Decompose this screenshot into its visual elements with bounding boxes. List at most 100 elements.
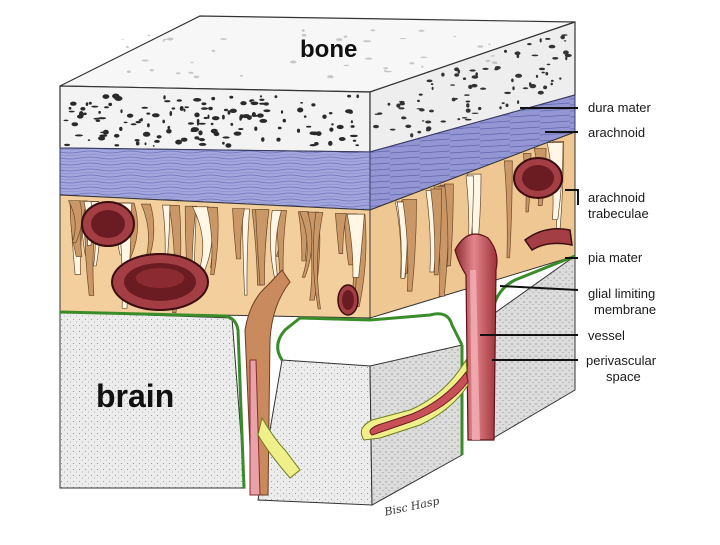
bone-pore <box>417 108 424 109</box>
bone-pore <box>485 60 490 63</box>
bone-pore <box>135 139 140 141</box>
bone-pore <box>418 30 425 32</box>
bone-pore <box>420 57 427 59</box>
bone-pore <box>103 130 109 135</box>
label-glial-line2: membrane <box>594 302 656 317</box>
bone-pore <box>240 75 243 77</box>
bone-pore <box>79 111 83 116</box>
bone-pore <box>177 99 182 101</box>
bone-pore <box>453 36 456 38</box>
bone-pore <box>400 38 406 39</box>
bone-pore <box>150 69 154 71</box>
bone-pore <box>345 109 353 113</box>
bone-pore <box>552 57 558 60</box>
bone-pore <box>167 38 174 41</box>
bone-pore <box>419 94 423 96</box>
bone-pore <box>114 134 120 138</box>
bone-pore <box>281 110 283 113</box>
bone-pore <box>120 109 122 113</box>
bone-pore <box>136 121 142 123</box>
bone-pore <box>465 119 472 121</box>
bone-pore <box>145 142 147 145</box>
bone-pore <box>329 112 333 114</box>
bone-pore <box>80 107 85 111</box>
label-perivascular-line2: space <box>606 369 641 384</box>
bone-pore <box>328 141 332 146</box>
bone-pore <box>96 120 101 122</box>
bone-pore <box>547 64 551 66</box>
bone-pore <box>462 117 467 119</box>
label-vessel: vessel <box>588 328 625 343</box>
bone-pore <box>190 130 197 132</box>
bone-pore <box>166 129 172 134</box>
bone-pore <box>512 86 514 90</box>
bone-pore <box>64 144 70 146</box>
bone-pore <box>190 62 194 63</box>
bone-pore <box>188 122 194 125</box>
bone-pore <box>463 77 466 80</box>
bone-pore <box>375 114 381 115</box>
bone-pore <box>229 96 233 99</box>
bone-pore <box>214 132 220 136</box>
bone-pore <box>275 95 278 98</box>
bone-pore <box>212 116 220 120</box>
bone-pore <box>466 101 471 103</box>
bone-pore <box>365 58 373 60</box>
bone-pore <box>421 66 423 68</box>
bone-pore <box>114 144 119 146</box>
bone-pore <box>198 130 202 135</box>
bone-pore <box>175 140 182 145</box>
bone-pore <box>344 65 350 66</box>
bone-pore <box>373 125 379 128</box>
bone-pore <box>112 94 119 99</box>
bone-pore <box>314 142 319 145</box>
bone-pore <box>452 98 456 102</box>
bone-pore <box>104 106 109 108</box>
bone-pore <box>339 137 346 141</box>
bone-pore <box>204 117 208 119</box>
bone-pore <box>472 113 479 114</box>
bone-pore <box>491 55 495 57</box>
bone-pore <box>417 131 421 134</box>
bone-pore <box>147 123 150 127</box>
bone-pore <box>240 101 246 105</box>
bone-pore <box>499 106 501 109</box>
bone-pore <box>276 138 280 142</box>
bone-pore <box>356 94 359 98</box>
bone-pore <box>495 66 501 69</box>
bone-pore <box>539 68 545 71</box>
bone-pore <box>398 107 404 109</box>
bone-pore <box>260 95 262 97</box>
bone-pore <box>425 121 431 124</box>
bone-pore <box>302 29 305 32</box>
bone-pore <box>517 100 519 104</box>
bone-pore <box>304 115 307 117</box>
bone-pore <box>422 120 425 121</box>
bone-pore <box>211 97 215 100</box>
bone-pore <box>564 40 567 41</box>
bone-pore <box>239 116 242 121</box>
bone-pore <box>327 75 333 78</box>
bone-pore <box>329 128 333 132</box>
bone-pore <box>399 101 405 103</box>
bone-pore <box>220 38 227 40</box>
bone-pore <box>545 38 550 40</box>
bone-pore <box>559 77 561 79</box>
bone-pore <box>290 61 297 64</box>
bone-pore <box>549 45 556 49</box>
bone-pore <box>131 123 137 125</box>
bone-pore <box>126 46 129 48</box>
bone-pore <box>504 92 511 94</box>
bone-pore <box>410 133 413 137</box>
bone-pore <box>482 68 488 70</box>
bone-pore <box>193 98 201 102</box>
bone-pore <box>492 61 498 64</box>
bone-pore <box>201 102 206 105</box>
bone-pore <box>136 141 140 145</box>
bone-pore <box>488 44 491 46</box>
bone-pore <box>152 113 160 117</box>
bone-pore <box>541 72 545 74</box>
bone-pore <box>297 108 303 113</box>
bone-pore <box>163 39 167 40</box>
bone-pore <box>337 125 344 129</box>
